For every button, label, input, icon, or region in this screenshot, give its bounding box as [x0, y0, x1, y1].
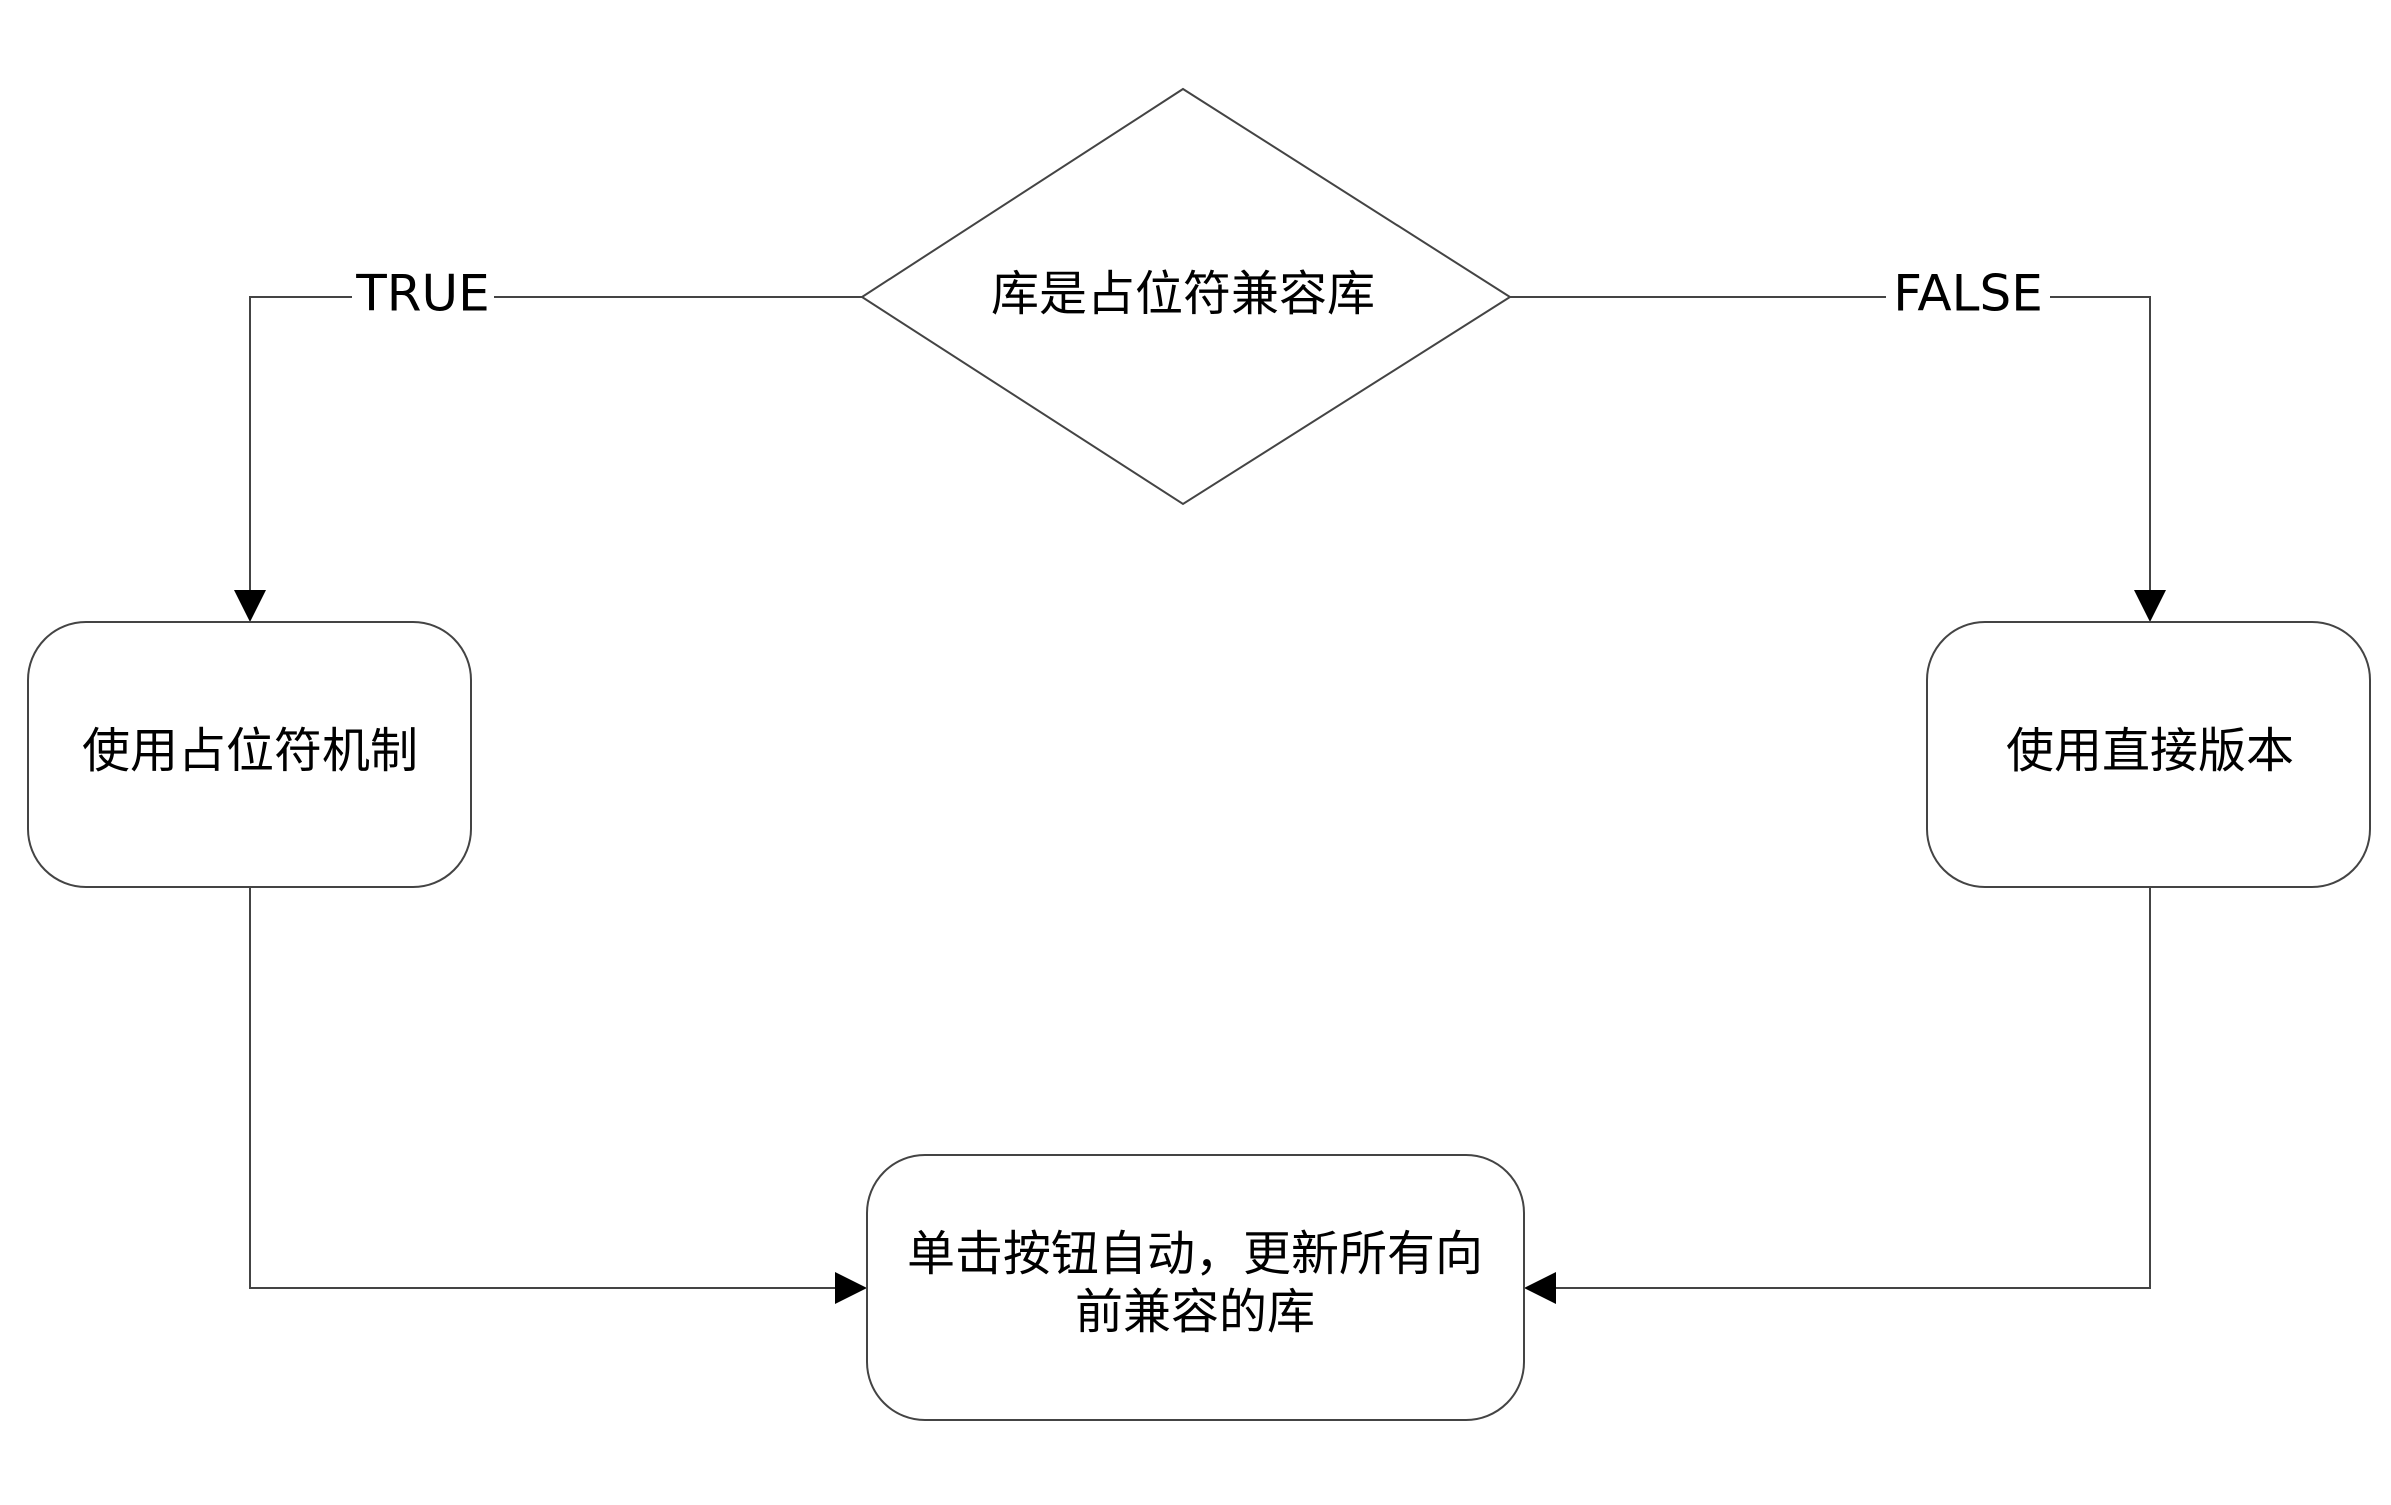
decision-label: 库是占位符兼容库 — [991, 266, 1375, 322]
false-edge-arrowhead — [2134, 590, 2166, 622]
direct-label: 使用直接版本 — [2006, 723, 2294, 779]
direct-to-update-edge — [1556, 887, 2151, 1289]
direct-to-update-arrowhead — [1524, 1272, 1556, 1304]
update-label-line-2: 前兼容的库 — [1075, 1284, 1315, 1340]
true-edge-label: TRUE — [355, 265, 489, 323]
update-box — [866, 1154, 1525, 1421]
true-edge-arrowhead — [234, 590, 266, 622]
false-label-bg — [1886, 267, 2050, 327]
true-edge — [249, 296, 862, 590]
false-edge-label: FALSE — [1893, 265, 2043, 323]
placeholder-to-update-arrowhead — [835, 1272, 867, 1304]
placeholder-label: 使用占位符机制 — [82, 723, 418, 779]
direct-box — [1926, 621, 2371, 888]
false-edge — [1510, 296, 2151, 590]
decision-diamond — [860, 87, 1512, 506]
update-label-line-1: 单击按钮自动，更新所有向 — [907, 1226, 1483, 1282]
true-label-bg — [352, 267, 494, 327]
placeholder-to-update-edge — [249, 887, 835, 1289]
